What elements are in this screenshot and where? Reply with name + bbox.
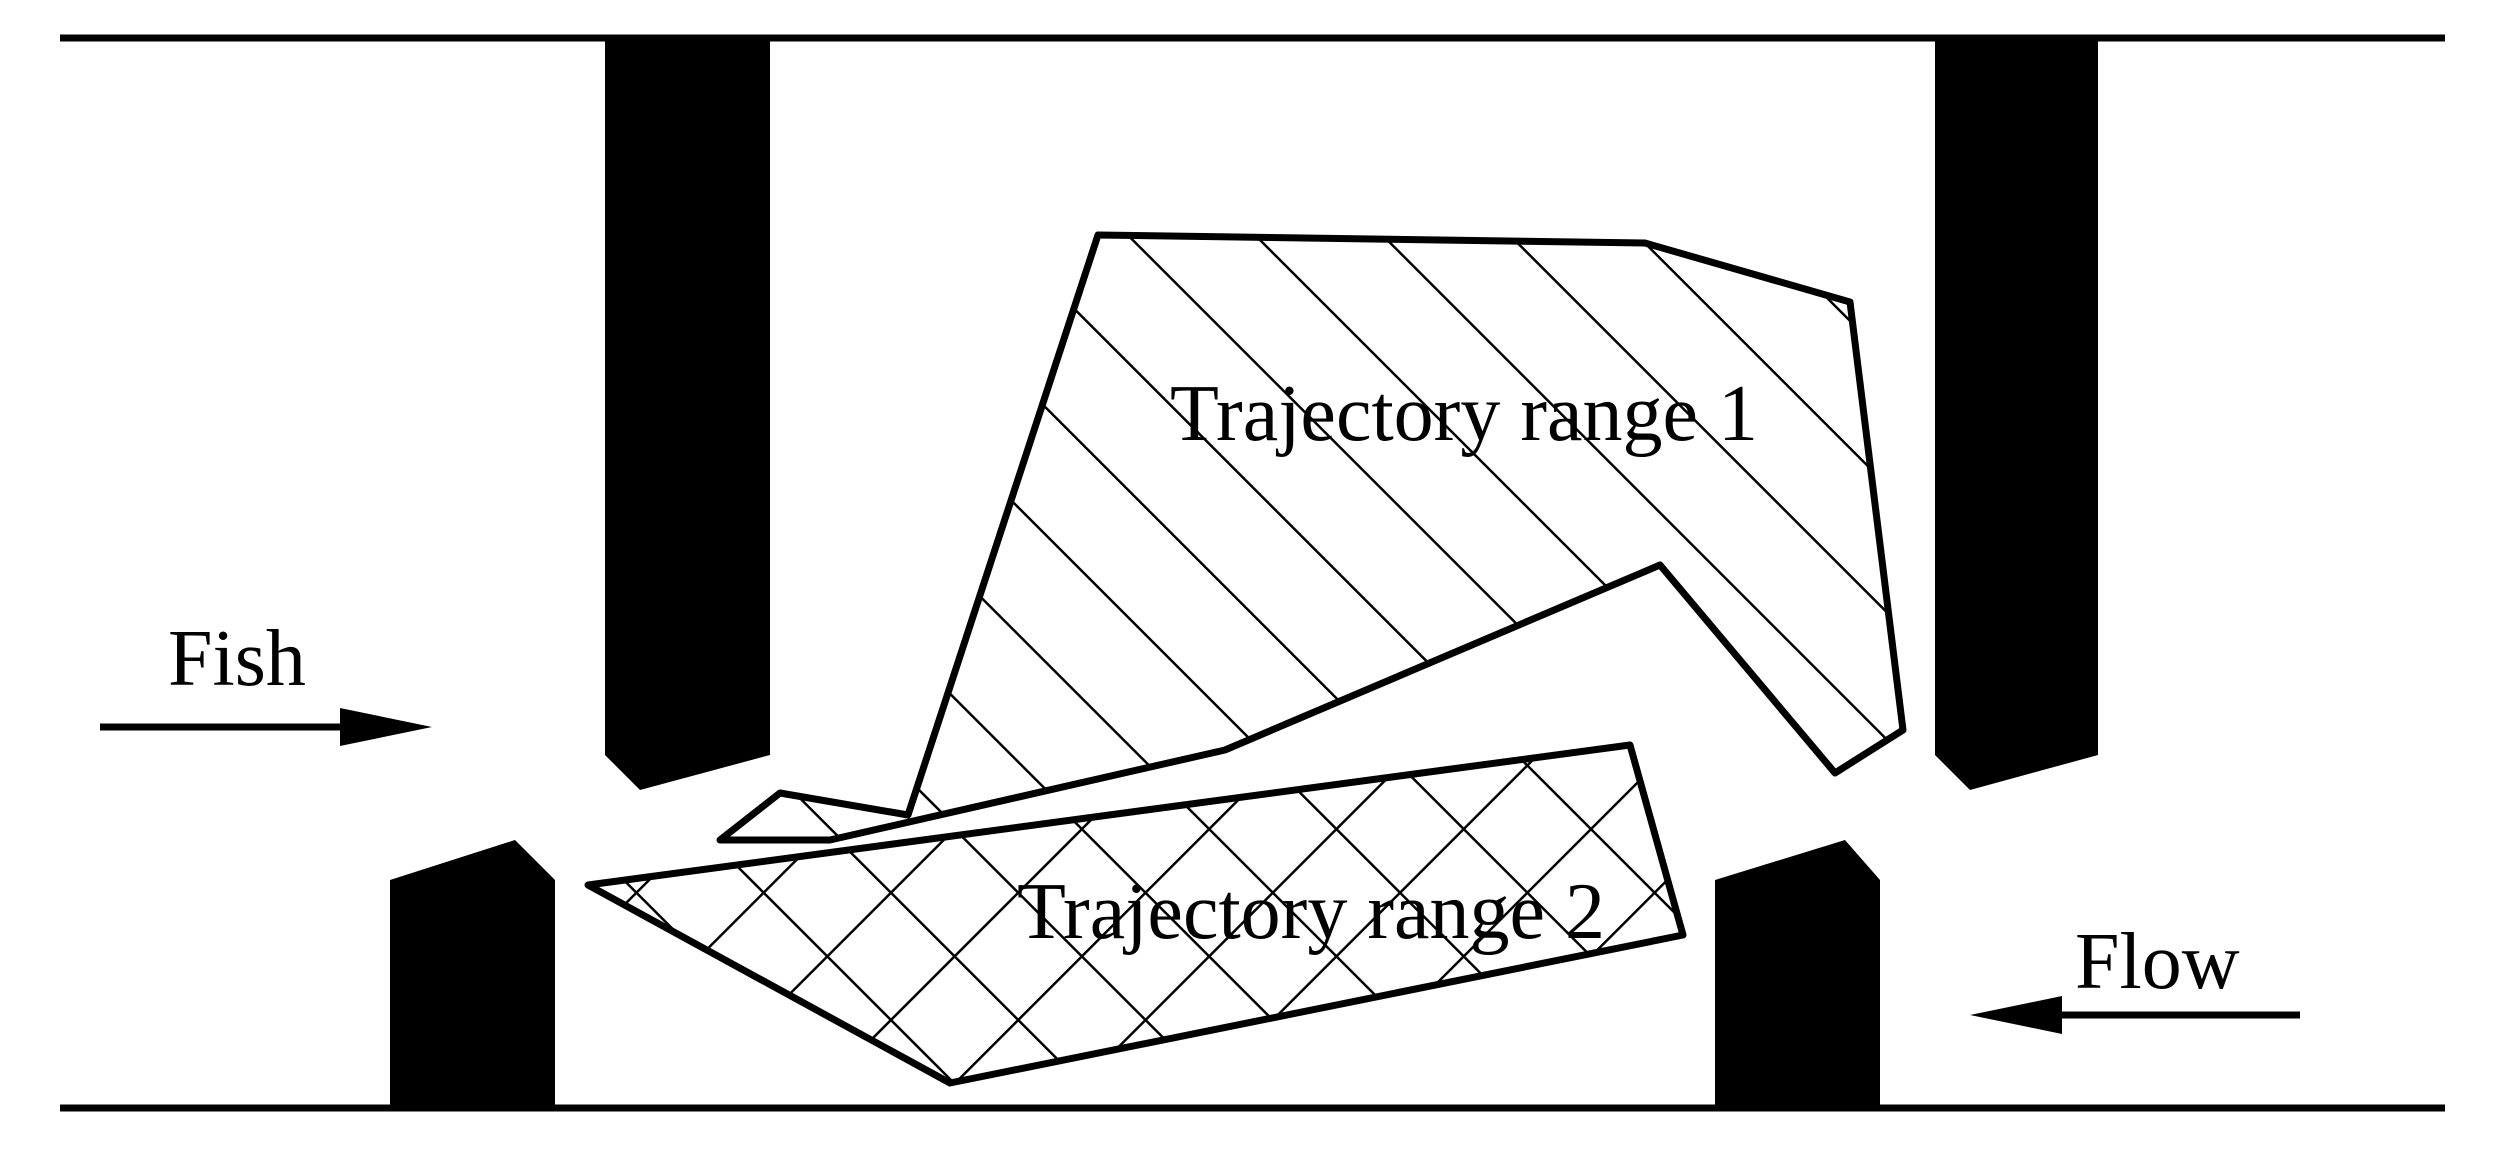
baffle-upper-left: [605, 38, 770, 790]
trajectory-range-1-label: Trajectory range 1: [1170, 370, 1758, 458]
fish-direction-arrow: [100, 708, 432, 746]
baffle-lower-right: [1715, 840, 1880, 1108]
baffle-lower-left: [390, 840, 555, 1108]
baffle-upper-right: [1935, 38, 2098, 790]
trajectory-range-1-area: [716, 231, 1907, 844]
trajectory-range-2-area: [584, 741, 1687, 1087]
fish-label: Fish: [168, 615, 306, 703]
flow-label: Flow: [2075, 918, 2240, 1006]
trajectory-range-2-label: Trajectory range 2: [1017, 868, 1605, 956]
flow-direction-arrow: [1970, 996, 2300, 1034]
